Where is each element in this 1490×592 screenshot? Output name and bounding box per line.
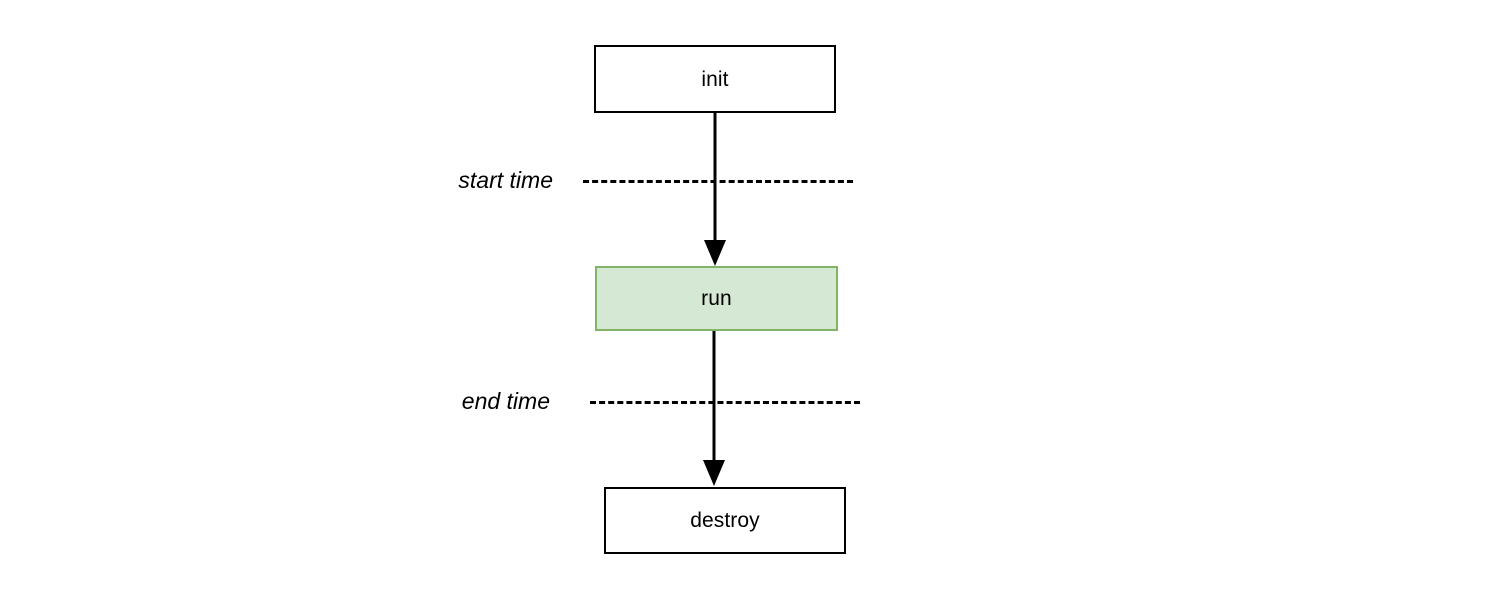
marker-label-start-time: start time xyxy=(458,167,553,193)
edge-init-to-run xyxy=(704,113,726,266)
arrowhead-icon xyxy=(704,240,726,266)
node-init-label: init xyxy=(701,67,729,91)
edge-run-to-destroy xyxy=(703,331,725,486)
marker-line-end-time xyxy=(590,401,860,404)
node-init[interactable]: init xyxy=(594,45,836,113)
arrowhead-icon xyxy=(703,460,725,486)
marker-label-end-time: end time xyxy=(461,388,550,414)
node-run-label: run xyxy=(701,287,732,310)
node-destroy-label: destroy xyxy=(690,509,760,532)
node-destroy[interactable]: destroy xyxy=(604,487,846,554)
node-run[interactable]: run xyxy=(595,266,838,331)
marker-line-start-time xyxy=(583,180,853,183)
